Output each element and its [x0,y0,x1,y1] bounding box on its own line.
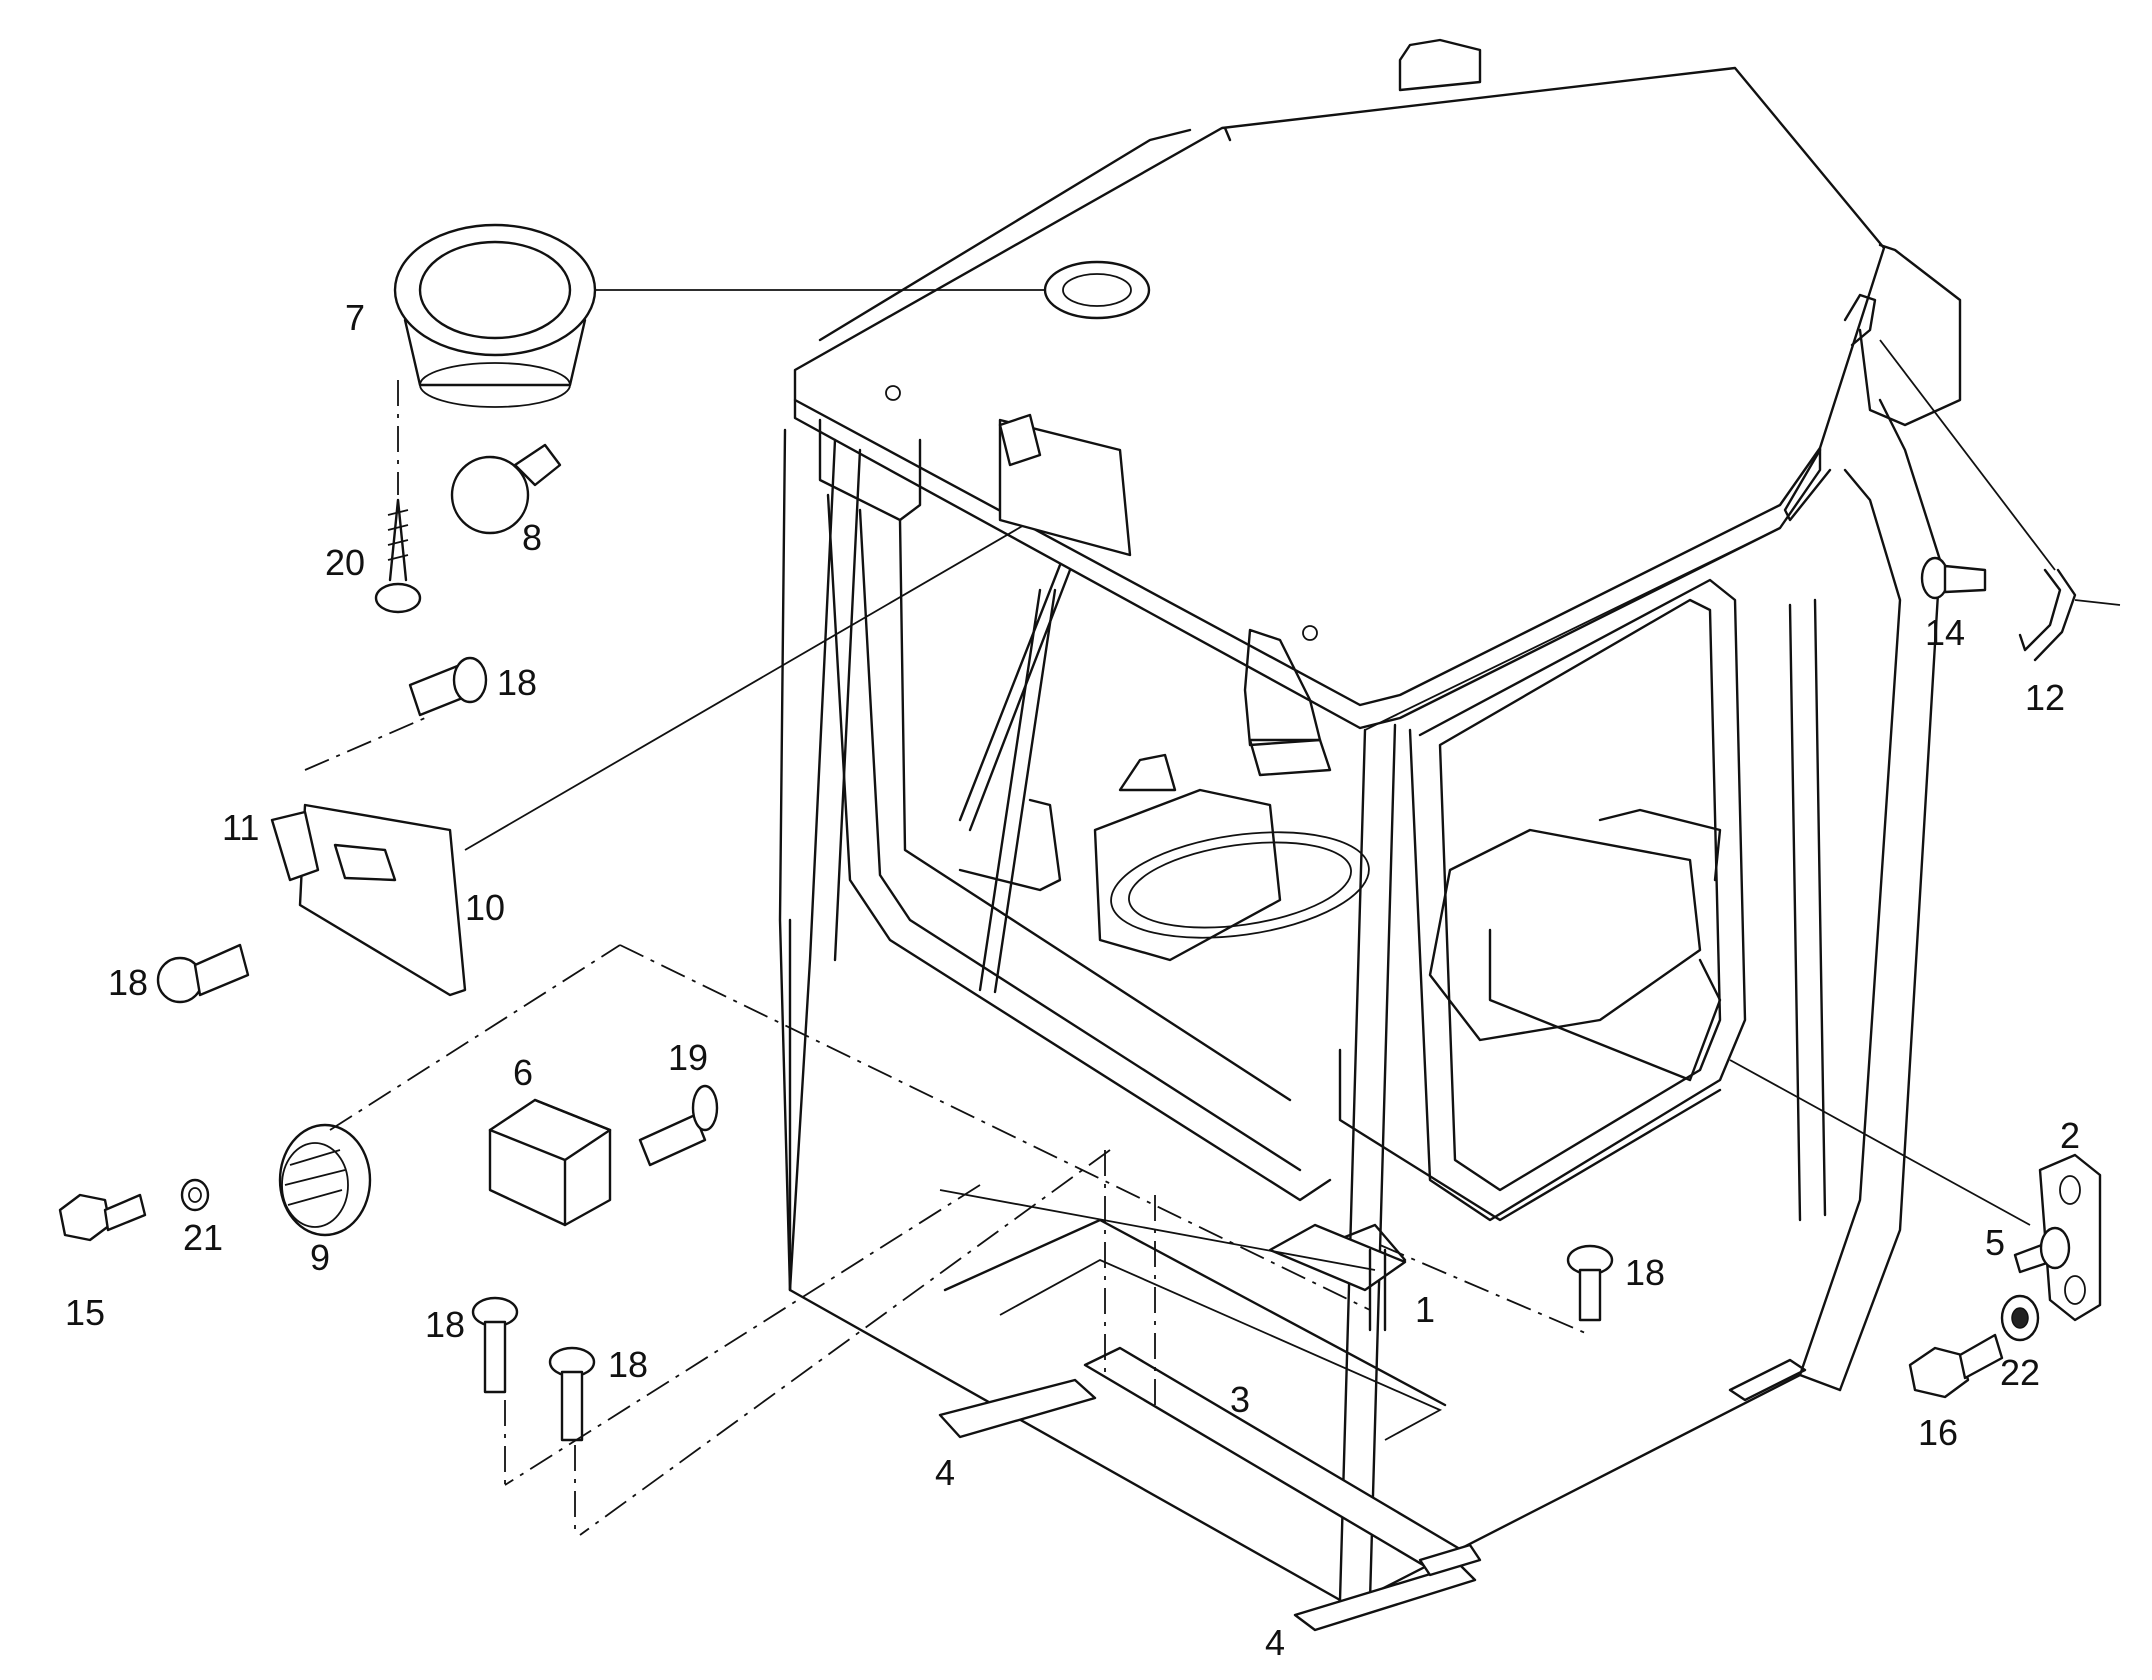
part-hex-bolt-16 [1908,1333,2004,1399]
part-bolt-18-long-a [471,1296,519,1394]
callout-21: 21 [183,1217,223,1258]
part-washer-21 [180,1178,210,1212]
callout-18-upper: 18 [497,662,537,703]
steering-wheel [1110,831,1370,939]
part-dome-lamp [393,223,1151,408]
part-hook-12-mounted [1843,293,2056,571]
wiper-arm [958,563,1072,832]
callout-12: 12 [2025,677,2065,718]
part-bolt-5 [2013,1226,2071,1274]
callout-3: 3 [1230,1379,1250,1420]
part-washer-22 [2000,1294,2040,1342]
callout-18-long-a: 18 [425,1304,465,1345]
callout-18-long-b: 18 [608,1344,648,1385]
part-bolt-18-upper [408,656,488,717]
callout-14: 14 [1925,612,1965,653]
callout-19: 19 [668,1037,708,1078]
callout-7: 7 [345,297,365,338]
part-screw [374,380,422,614]
part-bolt-18-lower [156,943,250,1004]
callout-22: 22 [2000,1352,2040,1393]
callout-1: 1 [1415,1289,1435,1330]
callout-4-left: 4 [935,1452,955,1493]
part-strap-4-left [938,1378,1097,1439]
part-hex-bolt-15 [58,1193,147,1242]
callout-9: 9 [310,1237,330,1278]
callout-2: 2 [2060,1115,2080,1156]
callout-10: 10 [465,887,505,928]
part-bolt-18-right [1566,1244,1614,1322]
part-work-lamp-mounted [998,413,1132,557]
part-strap-4-right [1293,1543,1482,1632]
part-reflector [278,944,621,1237]
part-plate-2 [2038,1153,2102,1322]
callout-4-right: 4 [1265,1622,1285,1663]
callout-18-left: 18 [108,962,148,1003]
operator-seat [1428,828,1702,1042]
part-hook-12 [2018,568,2121,662]
callout-20: 20 [325,542,365,583]
callout-6: 6 [513,1052,533,1093]
part-bolt-18-long-b [548,1346,596,1442]
callout-16: 16 [1918,1412,1958,1453]
callout-5: 5 [1985,1222,2005,1263]
part-work-lamp [270,509,1051,997]
cab-body [778,38,1962,1602]
part-screw-19 [638,1084,719,1167]
callout-15: 15 [65,1292,105,1333]
callout-18-right: 18 [1625,1252,1665,1293]
part-bolt-14 [1920,556,1987,600]
callout-8: 8 [522,517,542,558]
cab-roof [793,66,1886,707]
callout-11: 11 [222,807,259,848]
part-relay-box [488,1098,612,1227]
callout-numbers: 1 2 3 4 4 5 6 7 8 9 10 11 12 14 15 16 18… [65,297,2080,1663]
leader-lines [504,527,2031,1536]
part-bulb [450,443,562,535]
part-bracket-1 [1268,1223,1407,1332]
